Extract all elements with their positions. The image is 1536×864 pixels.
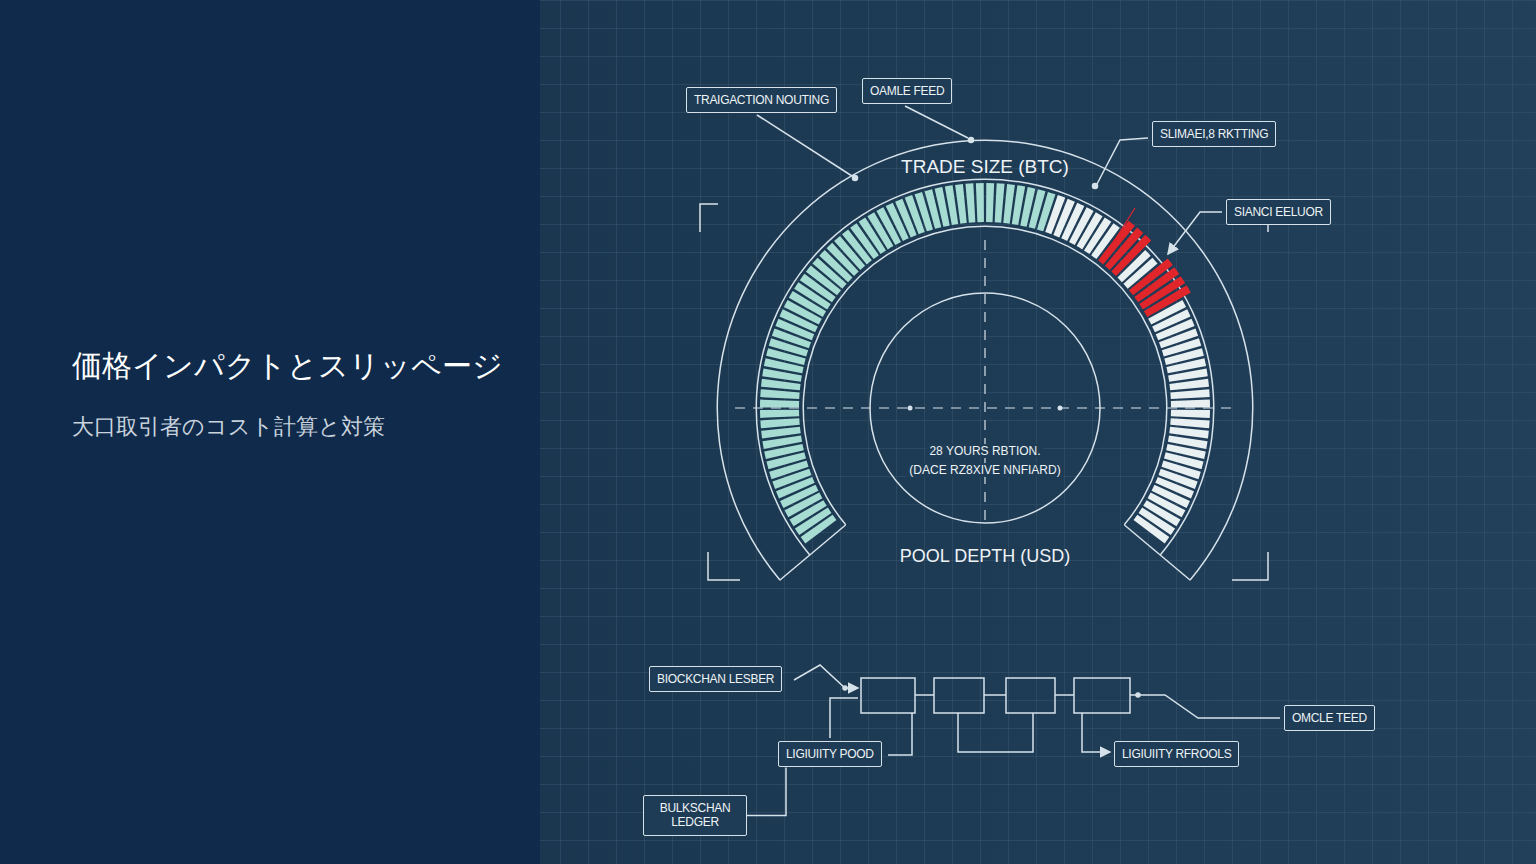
gauge-segment	[976, 183, 984, 222]
callout-box: OMCLE TEED	[1284, 705, 1375, 731]
side-panel	[0, 0, 540, 864]
callout-text: SIANCI EELUOR	[1234, 205, 1323, 219]
gauge-segment	[1171, 410, 1210, 418]
gauge-segment	[1169, 379, 1209, 391]
gauge-segment	[955, 184, 967, 224]
callout-text: LIGIUIITY POOD	[786, 747, 874, 761]
crosshair	[735, 407, 1238, 408]
gauge-segment	[986, 183, 994, 222]
gauge-segment	[761, 427, 801, 439]
gauge-segment	[760, 410, 799, 418]
callout-text: LIGIUIITY RFROOLS	[1122, 747, 1231, 761]
grid	[540, 0, 1536, 864]
callout-box: OAMLE FEED	[862, 78, 952, 104]
callout-box: LIGIUIITY POOD	[778, 741, 882, 767]
gauge-segment	[1170, 389, 1209, 399]
callout-box: TRAIGACTION NOUTING	[686, 87, 837, 113]
gauge-segment	[1170, 418, 1209, 428]
callout-box: LIGIUIITY RFROOLS	[1114, 741, 1239, 767]
callout-text: SLIMAEI,8 RKTTING	[1160, 127, 1268, 141]
gauge-segment	[965, 183, 975, 222]
outer-arc	[717, 139, 1254, 580]
gauge-segment	[1171, 400, 1210, 408]
axis-label: POOL DEPTH (USD)	[900, 546, 1070, 567]
axis-label: TRADE SIZE (BTC)	[901, 156, 1069, 178]
axis-dot	[908, 406, 913, 411]
connector	[747, 767, 786, 815]
axis-dot	[1058, 406, 1063, 411]
page-title: 価格インパクトとスリッページ	[72, 346, 503, 387]
gauge-segment	[760, 389, 799, 399]
leader-lines	[700, 106, 1268, 580]
ring-edge	[803, 226, 1168, 526]
callout-text: BIOCKCHAN LESBER	[657, 672, 774, 686]
callout-text: TRAIGACTION NOUTING	[694, 93, 829, 107]
gauge-segment	[1134, 515, 1170, 544]
callout-text: OAMLE FEED	[870, 84, 944, 98]
callout-text: BULKSCHAN LEDGER	[651, 801, 739, 830]
subtitle: 大口取引者のコスト計算と対策	[72, 412, 385, 442]
gauge-segment	[995, 183, 1005, 222]
center-note: (DACE RZ8XIVE NNFIARD)	[906, 463, 1063, 477]
blueprint-ground	[540, 0, 1536, 864]
callout-text: OMCLE TEED	[1292, 711, 1367, 725]
gauge-segment	[760, 400, 799, 408]
callout-box: BULKSCHAN LEDGER	[643, 795, 747, 836]
gauge	[717, 139, 1254, 580]
red-tick	[1113, 208, 1135, 243]
callout-box: SIANCI EELUOR	[1226, 199, 1331, 225]
crosshair	[984, 240, 985, 524]
callout-box: SLIMAEI,8 RKTTING	[1152, 121, 1276, 147]
callout-box: BIOCKCHAN LESBER	[649, 666, 782, 692]
center-note: 28 YOURS RBTION.	[926, 444, 1043, 458]
gauge-segment	[760, 418, 799, 428]
ring-edge	[756, 179, 1215, 556]
